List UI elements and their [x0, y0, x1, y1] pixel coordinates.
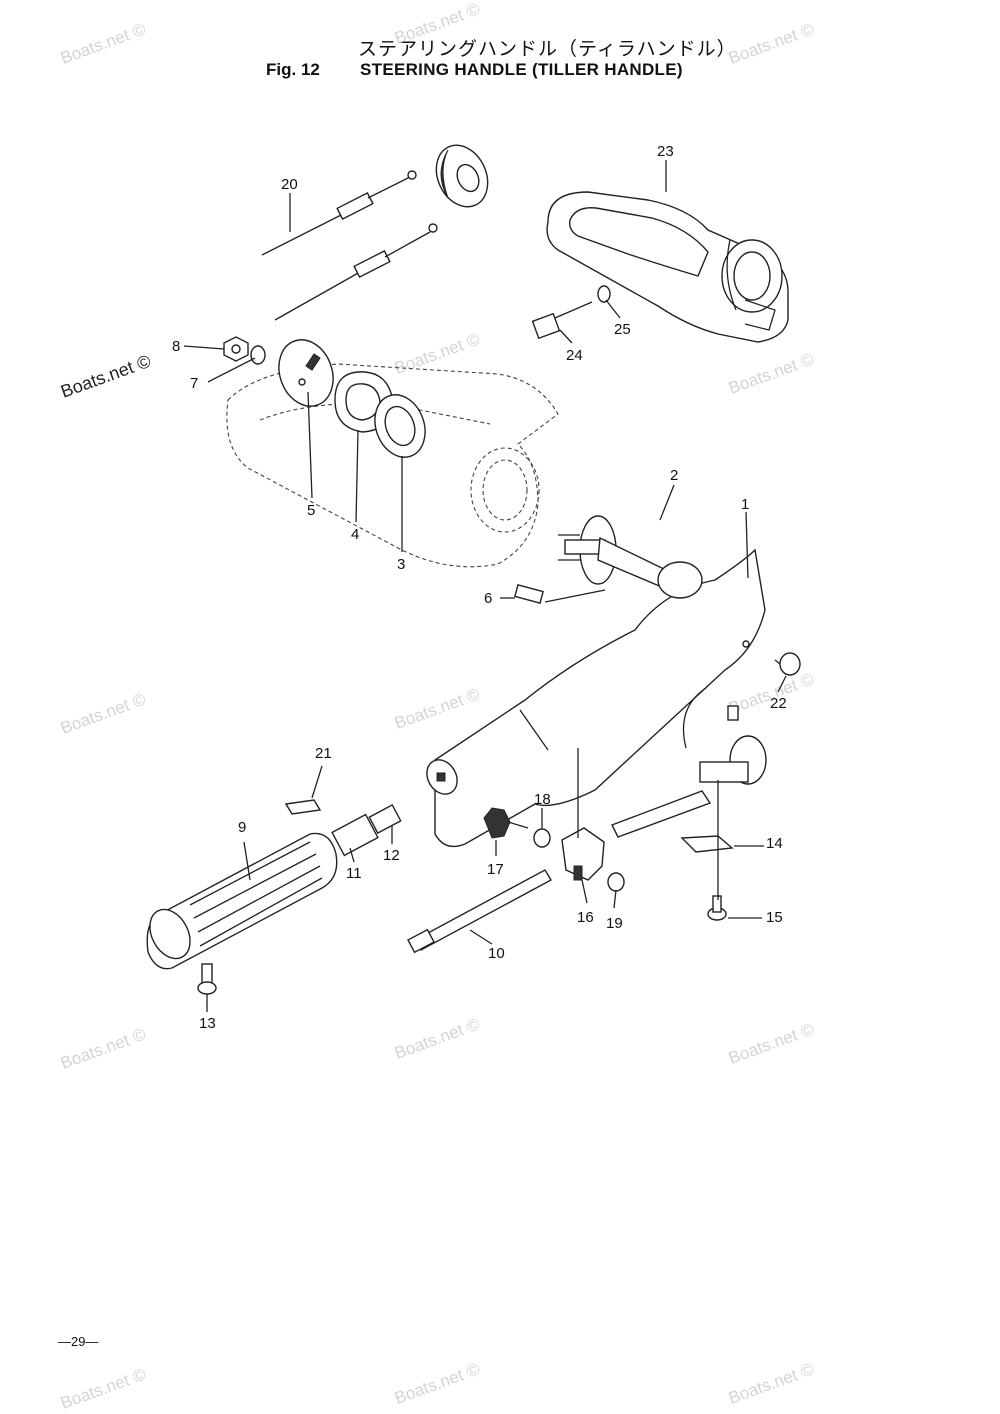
callout-16: 16 — [577, 909, 594, 926]
part-8-nut — [223, 336, 249, 362]
figure-number: Fig. 12 — [266, 60, 320, 79]
ghost-housing — [226, 363, 559, 568]
part-22-cap — [774, 652, 801, 676]
part-13-screw — [197, 963, 217, 995]
callout-11: 11 — [346, 865, 362, 882]
part-21-label — [284, 799, 322, 815]
callout-21: 21 — [315, 745, 332, 762]
callout-22: 22 — [770, 695, 787, 712]
callout-13: 13 — [199, 1015, 216, 1032]
pulley-disc — [435, 144, 489, 208]
part-20-cable — [261, 170, 438, 321]
callout-3: 3 — [397, 556, 406, 573]
part-2-shaft — [558, 515, 671, 589]
callout-1: 1 — [741, 496, 750, 513]
part-24-bolt — [531, 301, 593, 340]
part-14-clip — [680, 835, 734, 853]
callout-19: 19 — [606, 915, 623, 932]
callout-15: 15 — [766, 909, 783, 926]
callout-9: 9 — [238, 819, 247, 836]
callout-2: 2 — [670, 467, 679, 484]
callout-23: 23 — [657, 143, 674, 160]
callout-20: 20 — [281, 176, 298, 193]
stop-switch — [611, 687, 767, 838]
leader-lines — [183, 160, 787, 1012]
callout-17: 17 — [487, 861, 504, 878]
part-19-nut — [607, 872, 625, 892]
part-1-handle-body — [426, 548, 766, 848]
callout-7: 7 — [190, 375, 199, 392]
part-6-bolt — [514, 583, 544, 605]
callout-8: 8 — [172, 338, 181, 355]
part-11-sleeve — [331, 813, 379, 857]
part-25-washer — [597, 285, 611, 303]
part-3-seal-ring — [374, 394, 426, 458]
page-number: —29— — [58, 1334, 99, 1349]
callout-12: 12 — [383, 847, 400, 864]
part-16-block — [561, 827, 605, 881]
callout-5: 5 — [307, 502, 316, 519]
part-10-rod — [407, 869, 552, 954]
callout-6: 6 — [484, 590, 493, 607]
part-5-plate — [278, 339, 334, 407]
part-17-knob — [483, 807, 529, 839]
part-18-washer — [533, 828, 551, 848]
part-23-handle-bracket — [546, 191, 789, 343]
part-9-grip — [146, 832, 338, 970]
title-english: STEERING HANDLE (TILLER HANDLE) — [360, 60, 683, 79]
callout-4: 4 — [351, 526, 360, 543]
part-7-washer — [250, 345, 266, 365]
callout-25: 25 — [614, 321, 631, 338]
title-japanese: ステアリングハンドル（ティラハンドル） — [358, 38, 737, 60]
callout-18: 18 — [534, 791, 551, 808]
callout-10: 10 — [488, 945, 505, 962]
part-15-screw — [707, 895, 727, 921]
housing-bearing — [470, 447, 540, 533]
callout-14: 14 — [766, 835, 783, 852]
part-12-collar — [368, 804, 402, 834]
callout-24: 24 — [566, 347, 583, 364]
